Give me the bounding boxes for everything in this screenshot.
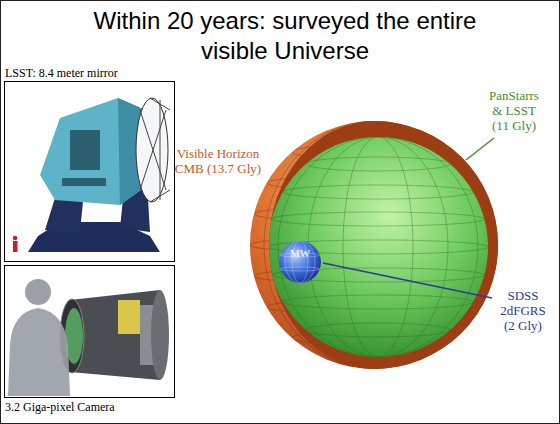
universe-spheres-part	[279, 241, 321, 283]
camera-picture-part	[8, 308, 70, 396]
camera-picture	[5, 266, 175, 398]
universe-spheres-part	[250, 121, 498, 369]
slide-title: Within 20 years: surveyed the entire vis…	[75, 6, 495, 66]
universe-spheres-part-part	[285, 241, 315, 283]
universe-spheres-part	[250, 121, 498, 369]
camera-picture-part	[25, 279, 51, 305]
figure-caption: LSST: 8.4 meter mirror	[5, 66, 118, 80]
universe-spheres-part	[280, 241, 320, 283]
camera-picture-part	[5, 266, 175, 398]
telescope-picture-part	[62, 178, 106, 186]
camera-picture-part	[151, 290, 169, 380]
telescope-picture-part	[5, 82, 175, 262]
telescope-picture-part	[70, 130, 100, 170]
sphere-label: Visible Horizon CMB (13.7 Gly)	[170, 146, 266, 176]
sphere-label: PanStarrs & LSST (11 Gly)	[486, 88, 542, 133]
universe-spheres-part-part-part	[283, 295, 473, 309]
universe-spheres-part-part-part	[308, 137, 448, 357]
leader-line	[466, 138, 494, 160]
universe-spheres-part-part-part	[306, 157, 450, 171]
telescope-picture	[5, 82, 175, 262]
universe-spheres	[250, 121, 498, 369]
telescope-picture-part	[13, 236, 18, 241]
universe-spheres-part-part-part	[306, 323, 450, 337]
sphere-label: MW	[284, 247, 316, 260]
camera-picture-part	[118, 300, 140, 334]
leader-line	[323, 263, 492, 298]
universe-sphere: MWSDSS 2dFGRS (2 Gly)	[279, 241, 321, 283]
universe-spheres-part-part-part	[283, 185, 473, 199]
universe-spheres-part	[269, 121, 498, 369]
universe-spheres-part-part	[268, 137, 488, 357]
universe-sphere: MWSDSS 2dFGRS (2 Gly)PanStarrs & LSST (1…	[250, 121, 498, 369]
universe-spheres-part-part-part	[272, 212, 484, 226]
figure-caption: 3.2 Giga-pixel Camera	[5, 400, 115, 414]
universe-spheres-part-part	[268, 137, 488, 357]
universe-spheres-part-part-part	[278, 137, 478, 357]
telescope-picture-part	[13, 241, 18, 252]
universe-spheres-part-part	[280, 267, 320, 271]
telescope-picture-part	[140, 98, 170, 202]
universe-spheres-part-part-part	[343, 137, 413, 357]
sphere-label: SDSS 2dFGRS (2 Gly)	[496, 288, 550, 333]
universe-sphere: MWSDSS 2dFGRS (2 Gly)PanStarrs & LSST (1…	[268, 137, 488, 357]
universe-spheres-part	[268, 137, 488, 357]
